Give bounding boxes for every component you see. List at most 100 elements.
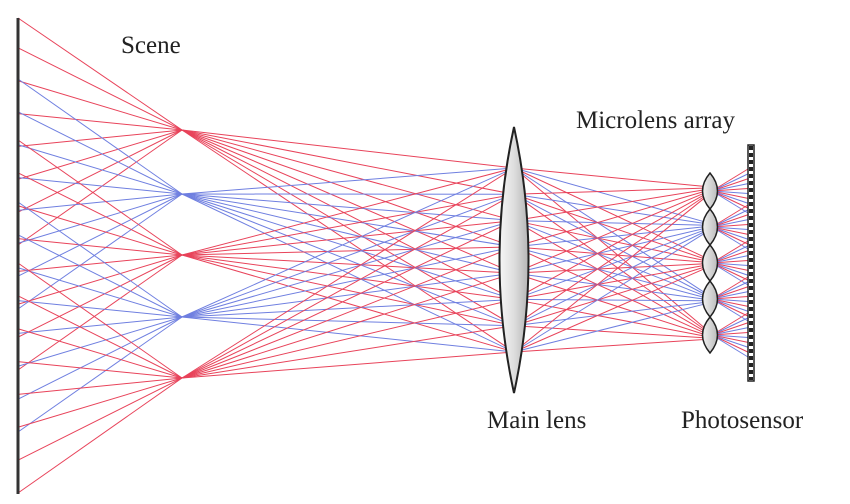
- ray: [181, 246, 515, 379]
- ray: [17, 316, 183, 400]
- ray: [17, 80, 183, 131]
- ray: [711, 240, 749, 264]
- ray: [513, 220, 709, 334]
- ray: [513, 338, 709, 353]
- ray: [181, 129, 515, 169]
- ray: [181, 316, 515, 327]
- ray: [513, 246, 709, 299]
- ray: [17, 377, 183, 461]
- ray: [181, 351, 515, 379]
- ray: [513, 298, 709, 302]
- ray: [181, 129, 515, 327]
- ray: [513, 246, 709, 263]
- ray: [513, 325, 709, 339]
- ray: [513, 167, 709, 332]
- main-lens-to-microlens-rays: [513, 167, 709, 353]
- ray: [17, 254, 183, 338]
- ray: [181, 298, 515, 318]
- ray: [181, 298, 515, 379]
- ray: [513, 230, 709, 353]
- ray: [17, 377, 183, 395]
- ray: [513, 302, 709, 353]
- ray: [181, 129, 515, 248]
- ray: [513, 167, 709, 188]
- ray: [17, 111, 183, 195]
- ray: [17, 129, 183, 180]
- ray: [513, 193, 709, 261]
- ray: [17, 254, 183, 305]
- ray: [181, 254, 515, 274]
- ray: [17, 193, 183, 211]
- ray: [17, 193, 183, 244]
- ray: [17, 139, 183, 256]
- ray: [513, 263, 709, 274]
- ray: [711, 262, 749, 286]
- ray: [711, 334, 749, 358]
- ray: [17, 113, 183, 131]
- ray: [181, 193, 515, 327]
- ray: [181, 220, 515, 256]
- ray: [17, 17, 183, 131]
- ray: [17, 238, 183, 256]
- ray: [181, 193, 515, 248]
- ray: [17, 201, 183, 318]
- ray: [513, 220, 709, 262]
- ray: [17, 172, 183, 256]
- main-lens-label: Main lens: [487, 407, 586, 434]
- focus-to-main-lens-rays: [181, 129, 515, 379]
- ray: [181, 129, 515, 274]
- ray: [17, 193, 183, 310]
- ray: [181, 193, 515, 256]
- ray: [513, 193, 709, 297]
- ray: [513, 298, 709, 338]
- ray: [17, 129, 183, 147]
- ray: [513, 193, 709, 327]
- ray: [711, 312, 749, 336]
- ray: [513, 192, 709, 300]
- microlens-icon: [701, 279, 719, 319]
- ray: [17, 78, 183, 195]
- ray: [181, 220, 515, 318]
- ray: [513, 301, 709, 327]
- ray: [17, 193, 183, 277]
- ray: [17, 267, 183, 318]
- ray: [17, 328, 183, 379]
- ray: [181, 129, 515, 222]
- ray: [17, 205, 183, 256]
- ray: [181, 129, 515, 195]
- ray: [711, 190, 749, 214]
- microlens-array: [701, 171, 719, 355]
- ray: [181, 220, 515, 379]
- ray: [181, 246, 515, 318]
- ray: [17, 177, 183, 195]
- ray: [513, 272, 709, 301]
- ray: [181, 167, 515, 195]
- scene-label: Scene: [121, 32, 181, 59]
- ray: [513, 193, 709, 333]
- ray: [181, 129, 515, 353]
- ray: [181, 325, 515, 379]
- ray: [513, 189, 709, 248]
- ray: [17, 129, 183, 213]
- ray: [17, 361, 183, 379]
- ray: [17, 316, 183, 433]
- scene-to-focus-rays: [17, 17, 183, 494]
- ray: [17, 254, 183, 272]
- ray: [513, 229, 709, 327]
- ray: [711, 276, 749, 300]
- ray: [513, 272, 709, 337]
- microlens-icon: [701, 207, 719, 247]
- ray: [711, 298, 749, 322]
- main-lens-icon: [498, 126, 530, 394]
- photosensor-label: Photosensor: [681, 407, 804, 434]
- ray: [513, 191, 709, 274]
- ray: [181, 193, 515, 379]
- ray: [17, 316, 183, 367]
- ray: [711, 226, 749, 250]
- ray: [181, 272, 515, 379]
- ray: [181, 193, 515, 222]
- photosensor-strip: [747, 144, 755, 382]
- ray: [513, 246, 709, 335]
- microlens-icon: [701, 243, 719, 283]
